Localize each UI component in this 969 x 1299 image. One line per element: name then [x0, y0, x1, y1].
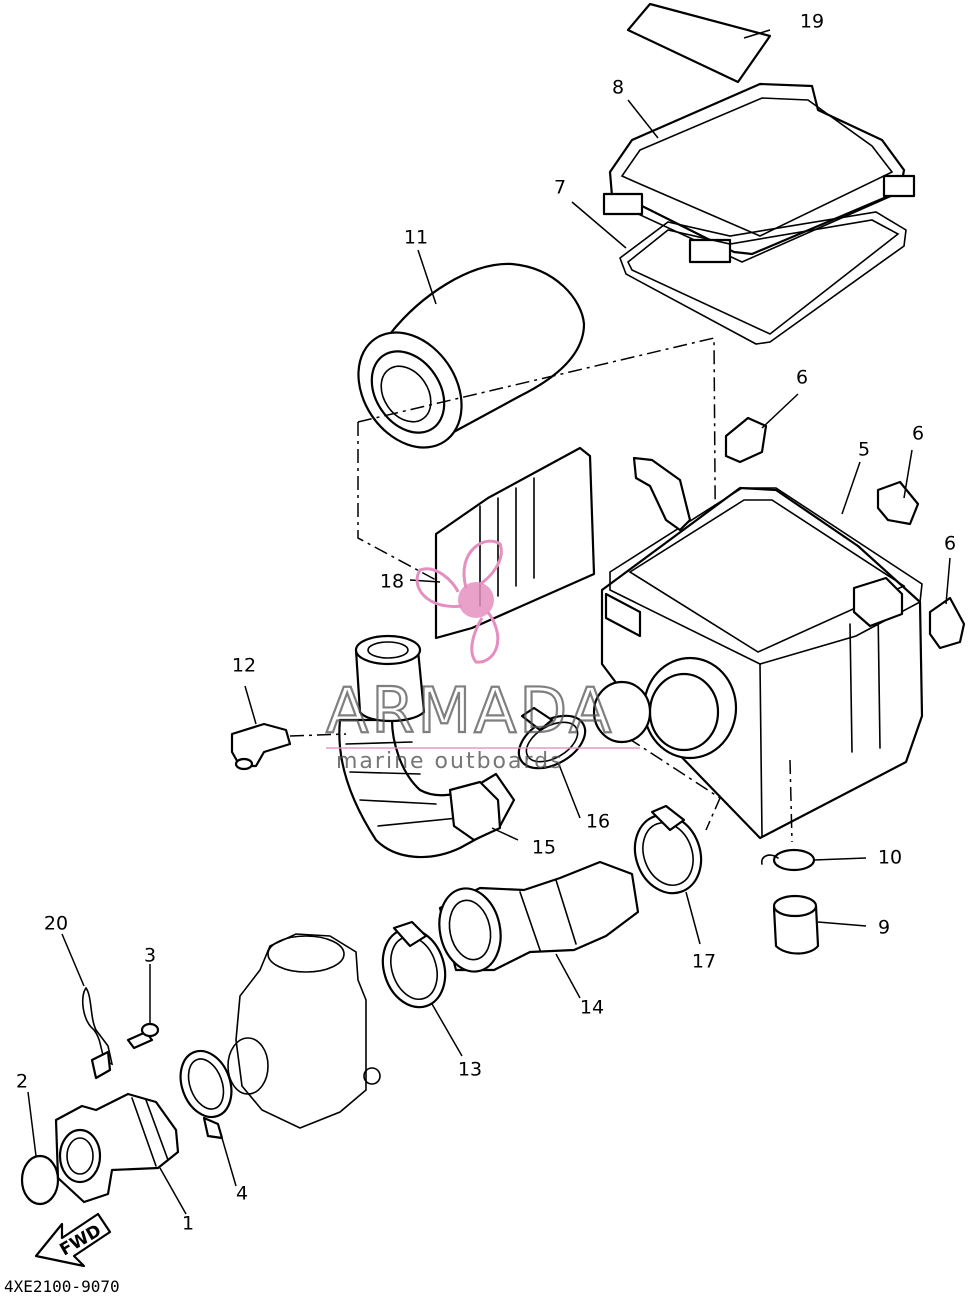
part-6-clip-b — [876, 480, 920, 526]
part-4-hose-clamp — [179, 1049, 233, 1140]
part-13-hose-clamp — [381, 920, 447, 1009]
diagram-code: 4XE2100-9070 — [4, 1277, 120, 1296]
part-5-air-box-case — [600, 456, 924, 840]
callout-16: 16 — [586, 811, 610, 833]
callout-17: 17 — [692, 951, 716, 973]
part-6-clip-a — [724, 416, 768, 464]
part-19-label-sticker — [626, 2, 772, 84]
part-11-filter-element — [357, 262, 586, 449]
part-12-breather-elbow — [230, 722, 347, 771]
part-3-screw — [126, 1022, 160, 1050]
part-15-air-duct — [338, 634, 516, 859]
leader-lines — [27, 29, 951, 1215]
part-2-o-ring — [20, 1154, 60, 1206]
callout-8: 8 — [612, 77, 624, 99]
callout-18: 18 — [380, 571, 404, 593]
part-14-joint — [438, 860, 640, 973]
callout-6b: 6 — [912, 423, 924, 445]
callout-14: 14 — [580, 997, 604, 1019]
callout-9: 9 — [878, 917, 890, 939]
callout-6c: 6 — [944, 533, 956, 555]
callout-12: 12 — [232, 655, 256, 677]
fwd-direction-arrow: FWD — [34, 1212, 112, 1268]
part-9-drain-boot — [772, 894, 820, 955]
part-8-cover — [602, 82, 916, 264]
watermark-tagline: marine outboards — [336, 749, 564, 774]
carburetor-reference — [227, 933, 381, 1129]
callout-11: 11 — [404, 227, 428, 249]
armada-watermark: ARMADA marine outboards — [325, 539, 640, 774]
callout-15: 15 — [532, 837, 556, 859]
callout-4: 4 — [236, 1183, 248, 1205]
part-6-clip-c — [928, 596, 966, 650]
propeller-logo — [415, 539, 503, 664]
callout-10: 10 — [878, 847, 902, 869]
callout-2: 2 — [16, 1071, 28, 1093]
callout-3: 3 — [144, 945, 156, 967]
callout-7: 7 — [554, 177, 566, 199]
part-18-filter-plate — [434, 446, 596, 640]
part-20-wire-clip — [81, 986, 114, 1080]
part-10-drain-ring — [760, 848, 816, 872]
part-17-hose-clamp — [633, 804, 703, 895]
part-7-gasket — [619, 211, 907, 345]
part-16-hose-clamp — [517, 680, 652, 770]
callout-1: 1 — [182, 1213, 194, 1235]
callout-19: 19 — [800, 11, 824, 33]
callout-6a: 6 — [796, 367, 808, 389]
watermark-brand: ARMADA — [326, 674, 614, 747]
callout-13: 13 — [458, 1059, 482, 1081]
callout-20: 20 — [44, 913, 68, 935]
alignment-line-drain — [627, 737, 793, 843]
callout-5: 5 — [858, 439, 870, 461]
part-1-carburetor-joint — [54, 1092, 180, 1204]
